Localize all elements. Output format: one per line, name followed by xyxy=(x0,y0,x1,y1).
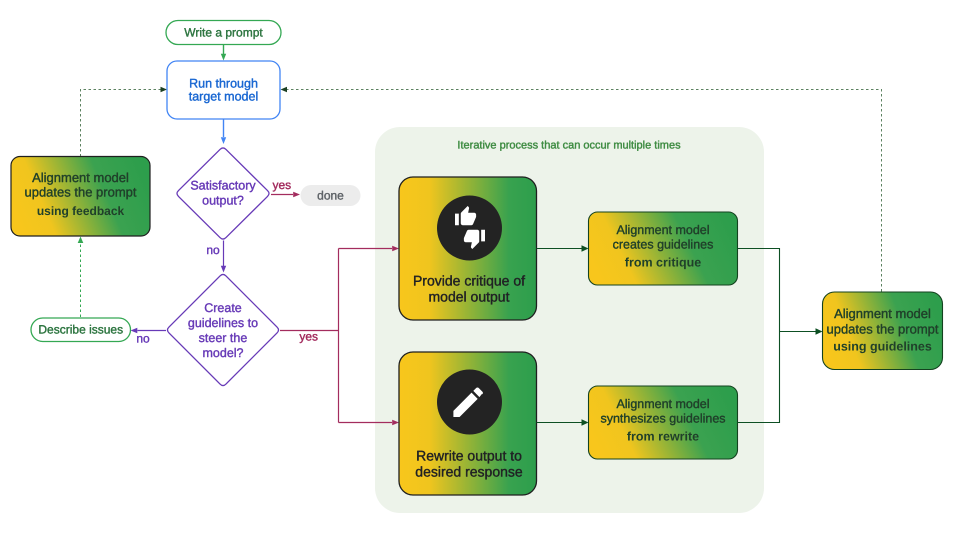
svg-text:Provide critique of: Provide critique of xyxy=(413,273,525,289)
svg-text:Run through: Run through xyxy=(189,77,258,91)
svg-text:yes: yes xyxy=(273,178,292,192)
svg-text:Alignment model: Alignment model xyxy=(834,306,931,321)
svg-text:Create: Create xyxy=(204,301,242,315)
svg-text:desired response: desired response xyxy=(415,464,523,480)
svg-text:no: no xyxy=(206,243,220,257)
svg-text:model output: model output xyxy=(429,289,510,305)
svg-text:Alignment model: Alignment model xyxy=(616,397,709,411)
svg-text:Satisfactory: Satisfactory xyxy=(190,179,256,193)
svg-text:using guidelines: using guidelines xyxy=(833,340,932,354)
svg-text:Iterative process that can occ: Iterative process that can occur multipl… xyxy=(457,140,681,152)
svg-text:synthesizes guidelines: synthesizes guidelines xyxy=(600,412,725,426)
svg-text:output?: output? xyxy=(202,194,244,208)
svg-text:no: no xyxy=(136,332,150,346)
svg-text:updates the prompt: updates the prompt xyxy=(826,322,938,337)
svg-text:Alignment model: Alignment model xyxy=(616,223,709,237)
svg-text:done: done xyxy=(317,189,344,203)
svg-text:yes: yes xyxy=(299,330,318,344)
svg-text:Describe issues: Describe issues xyxy=(38,323,123,337)
svg-text:Write a prompt: Write a prompt xyxy=(184,26,263,40)
svg-text:guidelines to: guidelines to xyxy=(188,316,258,330)
svg-text:Rewrite output to: Rewrite output to xyxy=(416,448,522,464)
svg-text:creates guidelines: creates guidelines xyxy=(613,238,714,252)
svg-text:from rewrite: from rewrite xyxy=(627,430,699,444)
svg-text:updates the prompt: updates the prompt xyxy=(24,184,136,199)
svg-text:model?: model? xyxy=(203,346,244,360)
svg-text:from critique: from critique xyxy=(625,256,701,270)
svg-text:using feedback: using feedback xyxy=(37,204,125,218)
svg-text:Alignment model: Alignment model xyxy=(32,170,129,185)
svg-text:target model: target model xyxy=(189,90,258,104)
svg-text:steer the: steer the xyxy=(199,331,248,345)
